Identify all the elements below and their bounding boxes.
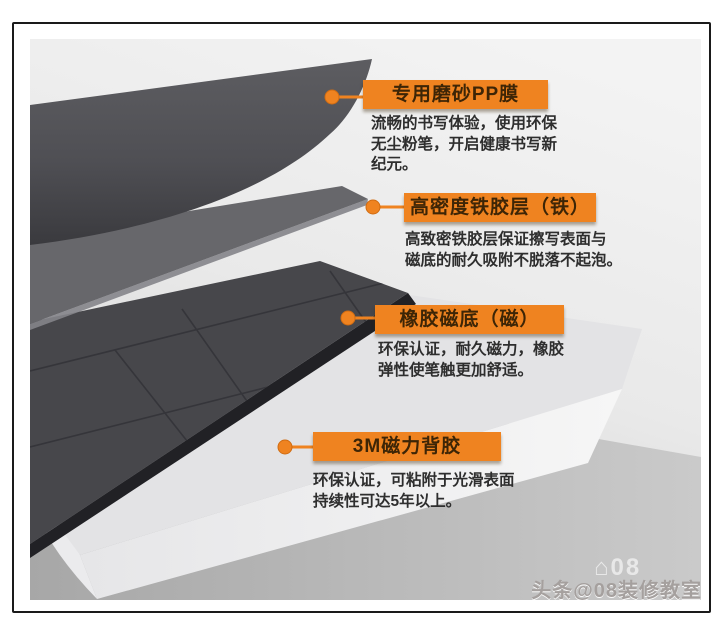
connector-dot-1 — [324, 89, 340, 105]
layer-desc-3m-adhesive: 环保认证，可粘附于光滑表面 持续性可达5年以上。 — [313, 472, 515, 510]
layer-label-rubber-magnet: 橡胶磁底（磁） — [375, 305, 564, 334]
layer-label-pp-film: 专用磨砂PP膜 — [363, 80, 548, 109]
layer-label-3m-adhesive: 3M磁力背胶 — [313, 432, 501, 461]
watermark-logo-icon: ⌂08 — [594, 554, 642, 581]
pp-film-layer — [30, 59, 372, 245]
connector-dot-3 — [340, 310, 356, 326]
layer-diagram-svg — [30, 39, 701, 600]
layer-desc-iron: 高致密铁胶层保证擦写表面与 磁底的耐久吸附不脱落不起泡。 — [405, 231, 623, 269]
product-layer-illustration — [30, 39, 701, 600]
rubber-layer-edge — [30, 293, 416, 558]
adhesive-layer-top — [50, 295, 642, 555]
connector-dot-2 — [365, 199, 381, 215]
layer-desc-rubber-magnet: 环保认证，耐久磁力，橡胶 弹性使笔触更加舒适。 — [378, 341, 565, 379]
iron-layer — [30, 186, 368, 324]
layer-label-iron: 高密度铁胶层（铁） — [404, 193, 596, 222]
rubber-grid-lines — [30, 270, 408, 471]
iron-layer-edge — [30, 199, 368, 330]
connector-dot-4 — [277, 439, 293, 455]
watermark-byline: 头条@08装修教室 — [531, 580, 702, 602]
rubber-magnet-layer — [30, 261, 408, 544]
layer-desc-pp-film: 流畅的书写体验，使用环保 无尘粉笔，开启健康书写新 纪元。 — [371, 115, 558, 173]
